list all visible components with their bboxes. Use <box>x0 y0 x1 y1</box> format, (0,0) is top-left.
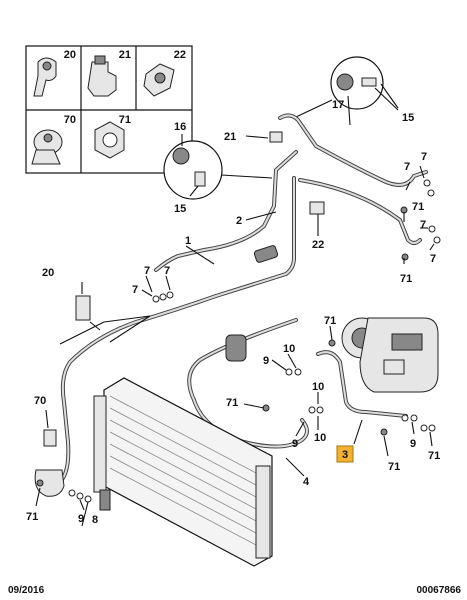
label-71b[interactable]: 71 <box>226 397 238 409</box>
label-20[interactable]: 20 <box>42 267 54 279</box>
label-9b[interactable]: 9 <box>263 355 269 367</box>
label-3-highlighted[interactable]: 3 <box>342 449 348 461</box>
label-7b[interactable]: 7 <box>164 265 170 277</box>
label-21[interactable]: 21 <box>224 131 236 143</box>
label-8[interactable]: 8 <box>92 514 98 526</box>
label-16[interactable]: 16 <box>174 121 186 133</box>
footer-reference: 00067866 <box>416 585 462 596</box>
thumbnail-grid: 20 21 22 70 71 <box>25 45 193 174</box>
label-15a[interactable]: 15 <box>402 112 414 124</box>
label-7a[interactable]: 7 <box>144 265 150 277</box>
compressor[interactable] <box>341 317 439 393</box>
leader-lines <box>35 87 435 527</box>
condenser[interactable] <box>93 377 273 567</box>
detail-circle-top <box>295 56 399 118</box>
label-71c[interactable]: 71 <box>324 315 336 327</box>
label-2[interactable]: 2 <box>236 215 242 227</box>
label-9a[interactable]: 9 <box>78 513 84 525</box>
label-22[interactable]: 22 <box>312 239 324 251</box>
thumb-70-number: 70 <box>64 114 76 126</box>
label-17[interactable]: 17 <box>332 99 344 111</box>
label-71-right[interactable]: 71 <box>428 450 440 462</box>
thumb-20-number: 20 <box>64 49 76 61</box>
label-7g[interactable]: 7 <box>420 219 426 231</box>
label-15b[interactable]: 15 <box>174 203 186 215</box>
thumb-22-number: 22 <box>174 49 186 61</box>
label-70[interactable]: 70 <box>34 395 46 407</box>
seals <box>36 179 441 503</box>
thumb-20[interactable]: 20 <box>33 49 76 97</box>
label-7f[interactable]: 7 <box>430 253 436 265</box>
label-1[interactable]: 1 <box>185 235 191 247</box>
detail-circle-left <box>163 140 273 200</box>
callout-labels: 1 2 4 7 7 7 7 7 7 9 8 9 10 10 10 9 9 71 … <box>26 99 440 526</box>
label-9d[interactable]: 9 <box>410 438 416 450</box>
thumb-21-number: 21 <box>119 49 131 61</box>
thumb-71[interactable]: 71 <box>94 114 131 159</box>
hoses <box>34 113 428 497</box>
label-9c[interactable]: 9 <box>292 438 298 450</box>
label-71a[interactable]: 71 <box>26 511 38 523</box>
label-10b[interactable]: 10 <box>312 381 324 393</box>
label-71f[interactable]: 71 <box>388 461 400 473</box>
label-7e[interactable]: 7 <box>404 161 410 173</box>
thumb-22[interactable]: 22 <box>143 49 186 97</box>
thumb-71-number: 71 <box>119 114 131 126</box>
label-10a[interactable]: 10 <box>283 343 295 355</box>
label-4[interactable]: 4 <box>303 476 310 488</box>
label-7c[interactable]: 7 <box>132 284 138 296</box>
label-10c[interactable]: 10 <box>314 432 326 444</box>
label-71e[interactable]: 71 <box>400 273 412 285</box>
thumb-70[interactable]: 70 <box>31 114 76 165</box>
thumb-21[interactable]: 21 <box>87 49 131 97</box>
highlight-box <box>336 445 354 463</box>
label-71d[interactable]: 71 <box>412 201 424 213</box>
footer-date: 09/2016 <box>8 585 45 596</box>
label-7d[interactable]: 7 <box>421 151 427 163</box>
